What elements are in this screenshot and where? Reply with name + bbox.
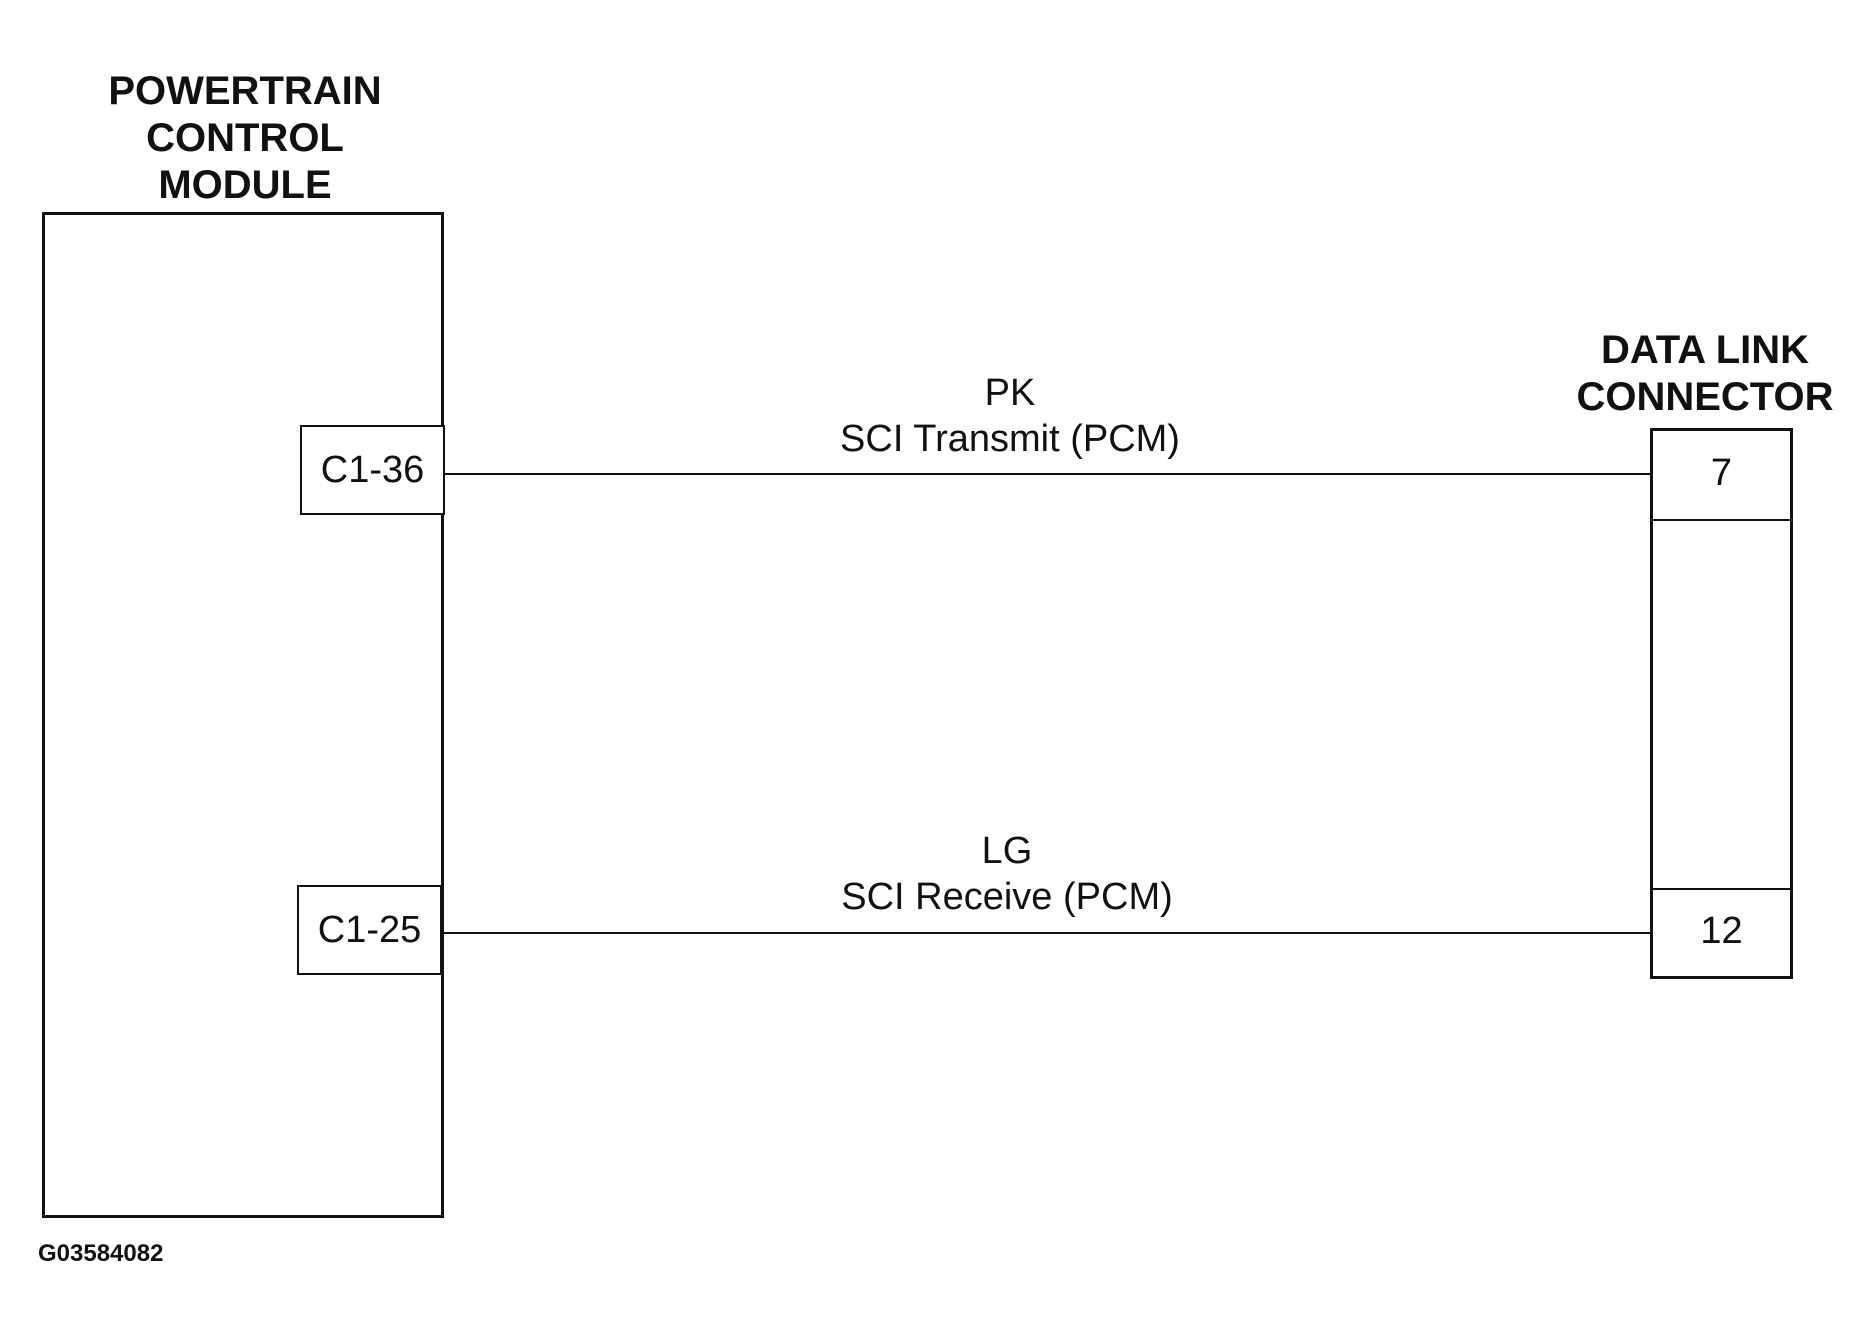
pcm-module-box — [42, 212, 444, 1218]
wire-sci-receive — [442, 932, 1650, 934]
dlc-pin-7: 7 — [1710, 452, 1733, 494]
pcm-pin-c1-36: C1-36 — [300, 425, 445, 515]
wire-signal-name: SCI Transmit (PCM) — [840, 418, 1180, 460]
wire-label-transmit: PK SCI Transmit (PCM) — [710, 370, 1310, 462]
pcm-title: POWERTRAIN CONTROL MODULE — [108, 69, 382, 207]
wire-color-code: LG — [981, 830, 1033, 872]
wire-label-receive: LG SCI Receive (PCM) — [707, 828, 1307, 920]
dlc-pin-12: 12 — [1700, 910, 1743, 952]
figure-id: G03584082 — [38, 1240, 164, 1267]
dlc-pin-divider — [1650, 519, 1793, 521]
dlc-pin-divider — [1650, 888, 1793, 890]
dlc-connector-box — [1650, 428, 1793, 979]
wire-signal-name: SCI Receive (PCM) — [841, 876, 1173, 918]
pcm-pin-c1-25: C1-25 — [297, 885, 442, 975]
wire-sci-transmit — [444, 473, 1650, 475]
dlc-title: DATA LINK CONNECTOR — [1576, 328, 1834, 419]
wire-color-code: PK — [984, 372, 1036, 414]
